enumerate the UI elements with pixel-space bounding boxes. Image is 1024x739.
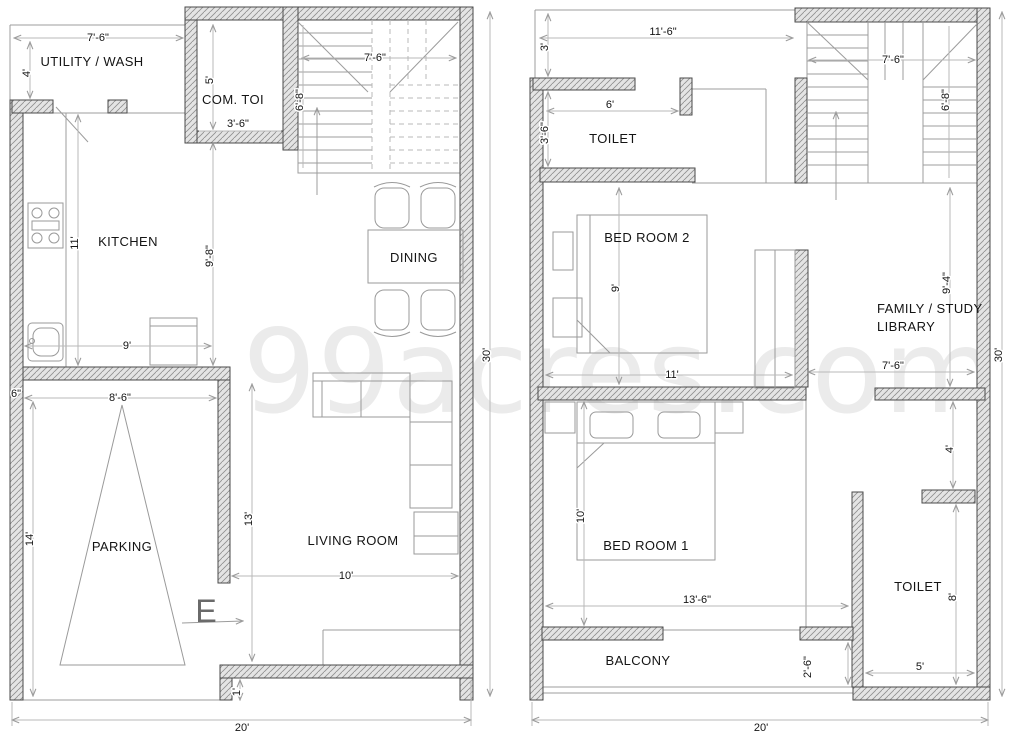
first-floor-walls [529, 7, 991, 701]
dim-entry-step: 1' [231, 688, 243, 696]
dim-first-stair-width: 7'-6" [882, 54, 904, 66]
dim-bed1-width: 13'-6" [683, 594, 711, 606]
dim-stair-depth: 6'-8" [294, 89, 306, 111]
first-floor-boundary-lines [534, 9, 978, 694]
dim-front-width: 11'-6" [649, 26, 676, 38]
entry-direction-arrow [181, 621, 243, 623]
dim-first-stair-depth: 6'-8" [940, 89, 952, 111]
dim-bed2-width: 11' [665, 369, 679, 381]
parking-marker-triangle [59, 404, 186, 666]
stove [27, 202, 64, 249]
dim-stair-width: 7'-6" [364, 52, 386, 64]
bed-room-2-bed [552, 214, 708, 354]
dim-wall-offset: 6" [11, 388, 21, 400]
dim-utility-width: 7'-6" [87, 32, 109, 44]
first-floor-plan: TOILET BED ROOM 2 FAMILY / STUDY LIBRARY… [529, 7, 1007, 736]
room-label-toilet-top: TOILET [589, 131, 637, 146]
dim-ground-total-depth: 30' [481, 348, 493, 362]
dim-family-width: 7'-6" [882, 360, 904, 372]
room-label-living-room: LIVING ROOM [307, 533, 398, 548]
ground-floor-plan: UTILITY / WASH COM. TOI KITCHEN DINING P… [9, 6, 495, 736]
bed-room-1-bed [544, 401, 744, 561]
dim-toilet-width: 6' [606, 99, 614, 111]
dim-balcony-depth: 2'-6" [802, 656, 814, 678]
dim-com-toi-width: 3'-6" [227, 118, 249, 130]
ground-floor-staircase [297, 20, 459, 195]
ground-floor-dimension-lines [12, 12, 490, 726]
room-label-parking: PARKING [92, 539, 152, 554]
dim-com-toi-depth: 5' [204, 76, 216, 84]
dim-kitchen-width: 9' [123, 340, 131, 352]
room-label-kitchen: KITCHEN [98, 234, 158, 249]
dim-passage-depth: 4' [944, 445, 956, 453]
room-label-utility: UTILITY / WASH [40, 54, 143, 69]
room-label-family-study: FAMILY / STUDY [877, 301, 983, 316]
dim-parking-depth: 14' [24, 532, 36, 546]
first-floor-furniture [544, 214, 796, 561]
dim-toilet2-depth: 8' [947, 593, 959, 601]
dim-bed2-depth: 9' [610, 284, 622, 292]
room-label-library: LIBRARY [877, 319, 935, 334]
dim-utility-depth: 4' [21, 69, 33, 77]
dim-living-depth: 13' [243, 512, 255, 526]
dim-kitchen-depth: 11' [69, 236, 81, 250]
room-label-toilet-bottom: TOILET [894, 579, 942, 594]
dim-ground-total-width: 20' [235, 722, 249, 734]
dim-parking-width: 8'-6" [109, 392, 131, 404]
room-label-com-toi: COM. TOI [202, 92, 264, 107]
dim-living-width: 10' [339, 570, 353, 582]
refrigerator [149, 317, 198, 366]
dim-toilet2-width: 5' [916, 661, 924, 673]
ground-floor-furniture [27, 182, 464, 666]
room-label-balcony: BALCONY [606, 653, 671, 668]
room-label-dining: DINING [390, 250, 438, 265]
first-floor-dimension-lines [532, 12, 1002, 726]
ground-floor-walls [9, 6, 474, 701]
dim-bed1-depth: 10' [575, 509, 587, 523]
east-direction-marker: E [195, 593, 216, 629]
room-label-bed-room-1: BED ROOM 1 [603, 538, 689, 553]
dim-first-total-depth: 30' [993, 348, 1005, 362]
room-label-bed-room-2: BED ROOM 2 [604, 230, 690, 245]
dim-family-depth: 9'-4" [941, 272, 953, 294]
first-floor-staircase [806, 21, 978, 200]
dining-set [367, 182, 464, 337]
living-room-sofa [312, 372, 459, 555]
dim-first-total-width: 20' [754, 722, 768, 734]
dim-toilet-depth: 3'-6" [539, 122, 551, 144]
dim-kitchen-right-depth: 9'-8" [204, 245, 216, 267]
kitchen-sink [27, 322, 64, 362]
dim-front-offset: 3' [539, 43, 551, 51]
